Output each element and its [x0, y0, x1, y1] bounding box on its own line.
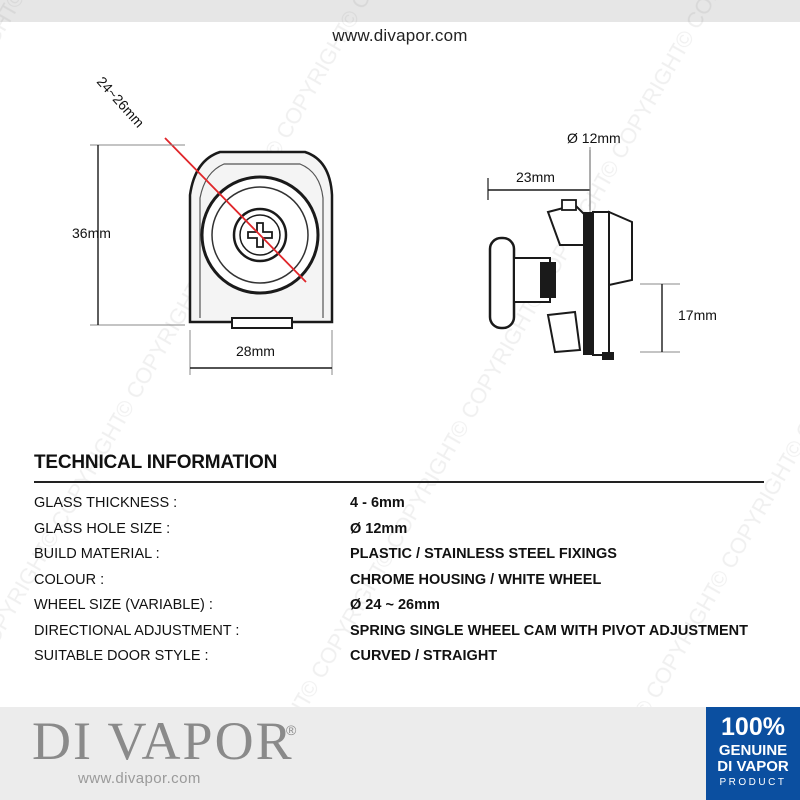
front-height-label: 36mm — [72, 225, 111, 241]
badge-product: PRODUCT — [719, 777, 787, 788]
badge-percent: 100% — [721, 713, 785, 741]
footer-band — [0, 707, 800, 800]
spec-row: GLASS HOLE SIZE : Ø 12mm — [34, 521, 774, 545]
spec-label: COLOUR : — [34, 571, 105, 588]
front-width-label: 28mm — [236, 343, 275, 359]
spec-value: 4 - 6mm — [350, 495, 405, 511]
footer-url[interactable]: www.divapor.com — [78, 770, 201, 787]
spec-value: CHROME HOUSING / WHITE WHEEL — [350, 571, 602, 588]
spec-row: SUITABLE DOOR STYLE : CURVED / STRAIGHT — [34, 648, 774, 672]
spec-row: DIRECTIONAL ADJUSTMENT : SPRING SINGLE WH… — [34, 623, 774, 647]
side-height-label: 17mm — [678, 307, 717, 323]
technical-diagram: 24~26mm 36mm 28mm Ø 12mm 23mm 17mm — [72, 73, 717, 375]
spec-row: WHEEL SIZE (VARIABLE) : Ø 24 ~ 26mm — [34, 597, 774, 621]
brand-logo[interactable]: DI VAPOR — [32, 711, 294, 771]
registered-mark: ® — [286, 722, 297, 738]
side-view: Ø 12mm 23mm 17mm — [487, 130, 717, 360]
spec-row: BUILD MATERIAL : PLASTIC / STAINLESS STEE… — [34, 546, 774, 570]
badge-brand: DI VAPOR — [717, 758, 789, 775]
spec-value: SPRING SINGLE WHEEL CAM WITH PIVOT ADJUS… — [350, 622, 748, 639]
spec-row: GLASS THICKNESS : 4 - 6mm — [34, 495, 774, 519]
side-depth-label: 23mm — [516, 169, 555, 185]
spec-label: GLASS THICKNESS : — [34, 495, 178, 511]
spec-label: GLASS HOLE SIZE : — [34, 520, 171, 537]
front-diameter-label: 24~26mm — [94, 73, 148, 130]
spec-value: PLASTIC / STAINLESS STEEL FIXINGS — [350, 546, 617, 562]
title-divider — [34, 481, 764, 483]
front-view: 24~26mm 36mm 28mm — [72, 73, 334, 375]
spec-row: COLOUR : CHROME HOUSING / WHITE WHEEL — [34, 572, 774, 596]
badge-genuine: GENUINE — [718, 742, 788, 759]
genuine-badge: 100% GENUINE DI VAPOR PRODUCT — [706, 707, 800, 800]
spec-label: SUITABLE DOOR STYLE : — [34, 648, 209, 664]
diameter-line — [164, 137, 307, 283]
technical-title: TECHNICAL INFORMATION — [34, 452, 278, 473]
spec-value: Ø 12mm — [350, 520, 408, 537]
side-hole-label: Ø 12mm — [567, 130, 621, 146]
spec-value: CURVED / STRAIGHT — [350, 648, 498, 664]
spec-label: DIRECTIONAL ADJUSTMENT : — [34, 622, 240, 639]
spec-label: BUILD MATERIAL : — [34, 546, 160, 562]
spec-label: WHEEL SIZE (VARIABLE) : — [34, 597, 213, 613]
spec-value: Ø 24 ~ 26mm — [350, 597, 440, 613]
